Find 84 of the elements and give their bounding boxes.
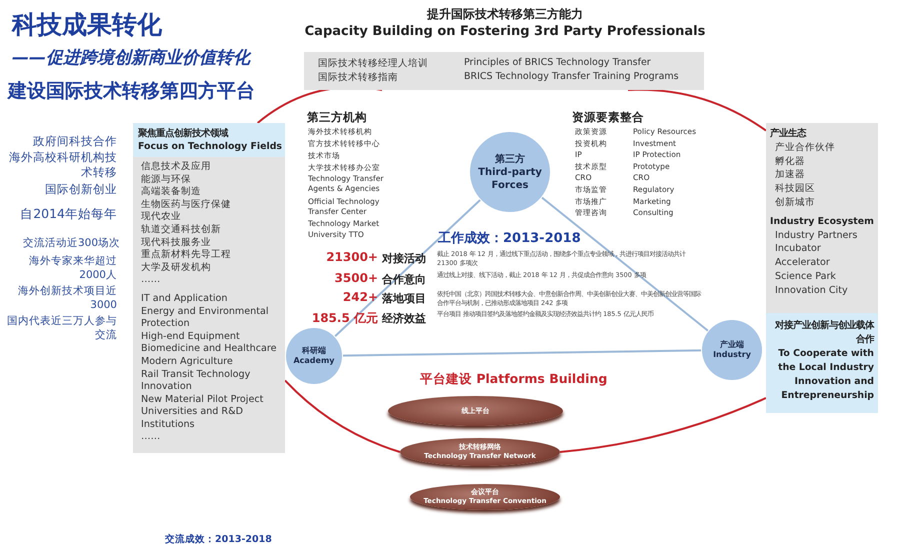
stat-label: 对接活动 xyxy=(382,251,427,266)
heading: Capacity Building on Fostering 3rd Party Professionals xyxy=(304,24,706,39)
connector-line xyxy=(560,397,766,453)
heading: Industry Ecosystem xyxy=(770,214,874,229)
bullet-text: 国际创新创业 xyxy=(44,182,117,197)
heading: 聚焦重点创新技术领域 xyxy=(138,127,230,140)
list-item: 创新城市 xyxy=(774,196,816,210)
heading: 资源要素整合 xyxy=(572,110,645,125)
list-item: Principles of BRICS Technology Transfer xyxy=(464,57,651,68)
heading: 对接产业创新与创业载体合作 xyxy=(774,319,874,347)
stat-number: 21300+ xyxy=(325,250,378,264)
node-label: 第三方 xyxy=(495,152,525,166)
platform-disc xyxy=(410,484,560,510)
list-item: 国际技术转移指南 xyxy=(318,71,398,84)
subtitle: ——促进跨境创新商业价值转化 xyxy=(12,47,252,69)
heading: 第三方机构 xyxy=(307,110,368,125)
bullet-text: 政府间科技合作 xyxy=(32,134,117,149)
list-item: Accelerator xyxy=(774,256,831,270)
list-item: 能源与环保 xyxy=(140,174,192,186)
list-item: Energy and Environmental Protection xyxy=(140,306,270,331)
heading: To Cooperate with the Local Industry Innovation and Entrepreneurship xyxy=(777,347,874,403)
list-item: 孵化器 xyxy=(774,154,806,168)
heading: 提升国际技术转移第三方能力 xyxy=(426,6,584,23)
list-item: …… xyxy=(140,431,162,444)
circle-node xyxy=(286,328,342,384)
stat-number: 242+ xyxy=(342,290,378,304)
list-item: 高端装备制造 xyxy=(140,186,202,199)
list-item: Biomedicine and Healthcare xyxy=(140,343,278,356)
connector-line xyxy=(342,349,702,357)
node-label: 科研端 xyxy=(302,346,326,356)
heading: Focus on Technology Fields xyxy=(138,140,280,153)
title: 科技成果转化 xyxy=(12,9,162,41)
panel xyxy=(766,313,878,413)
heading: 工作成效：2013-2018 xyxy=(438,230,582,247)
list-item: High-end Equipment xyxy=(140,330,241,344)
list-item: …… xyxy=(140,274,162,287)
connector-line xyxy=(334,198,482,338)
list-item: IT and Application xyxy=(140,292,228,306)
list-item: Universities and R&D Institutions xyxy=(140,406,244,432)
heading: 产业生态 xyxy=(770,127,808,141)
stat-number: 3500+ xyxy=(334,271,378,285)
caption-text: 交流成效：2013-2018 xyxy=(165,533,273,546)
list-item: Innovation City xyxy=(774,284,849,298)
bullet-text: 海外高校科研机构技术转移 xyxy=(8,150,117,180)
node-label: 产业端 xyxy=(720,340,744,350)
platform-disc xyxy=(388,396,563,426)
note-text: 海外专家来华超过2000人 xyxy=(28,254,117,282)
connector-line xyxy=(628,88,767,132)
list-item: 轨道交通科技创新 xyxy=(140,224,222,237)
list-item: 重点新材料先导工程 xyxy=(140,249,232,262)
node-label: Third-party Forces xyxy=(477,166,543,192)
list-item: 国际技术转移经理人培训 xyxy=(318,57,428,70)
node-label: Industry xyxy=(713,350,751,360)
connector-line xyxy=(540,196,710,332)
note-text: 海外创新技术项目近3000 xyxy=(17,284,117,312)
list-item: 信息技术及应用 xyxy=(140,161,212,174)
subtitle: 建设国际技术转移第四方平台 xyxy=(8,79,256,104)
list-item: Rail Transit Technology Innovation xyxy=(140,368,252,394)
node-label: Academy xyxy=(293,356,335,366)
list-item: Science Park xyxy=(774,270,837,284)
stat-label: 落地项目 xyxy=(382,291,427,306)
list-item: 现代农业 xyxy=(140,211,182,224)
note-text: 交流活动近300场次 xyxy=(22,236,120,250)
list-item: 生物医药与医疗保健 xyxy=(140,198,232,211)
note-text: 国内代表近三万人参与交流 xyxy=(6,314,117,342)
list-item: 现代科技服务业 xyxy=(140,236,212,249)
panel xyxy=(766,123,878,313)
stat-number: 185.5 亿元 xyxy=(310,310,378,327)
list-item: Incubator xyxy=(774,242,822,256)
stat-label: 合作意向 xyxy=(382,272,427,287)
platform-disc xyxy=(400,438,560,466)
stat-label: 经济效益 xyxy=(382,311,427,326)
list-item: Industry Partners xyxy=(774,228,858,242)
panel xyxy=(133,123,285,453)
list-item: Modern Agriculture xyxy=(140,356,234,368)
note-text: 自2014年始每年 xyxy=(19,206,117,222)
list-item: 科技园区 xyxy=(774,182,816,196)
list-item: 大学及研发机构 xyxy=(140,262,212,274)
list-item: 产业合作伙伴 xyxy=(774,140,836,155)
list-item: 加速器 xyxy=(774,168,806,182)
list-item: New Material Pilot Project xyxy=(140,394,264,406)
connector-line xyxy=(284,380,400,453)
list-item: BRICS Technology Transfer Training Programs xyxy=(464,71,679,82)
heading: 平台建设 Platforms Building xyxy=(420,371,608,388)
